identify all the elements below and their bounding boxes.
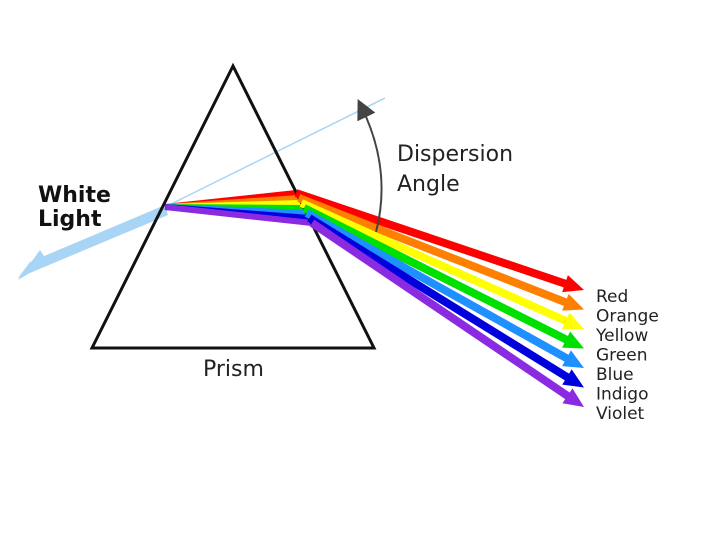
prism-label: Prism [203, 357, 264, 382]
arrowhead-violet [562, 388, 584, 407]
spectrum-label-violet: Violet [596, 404, 645, 424]
arrowhead-yellow [562, 312, 584, 330]
dispersion-angle-label-line1: Dispersion [397, 142, 513, 167]
internal-ray-violet [164, 204, 313, 226]
white-light-label-line1: White [38, 183, 111, 208]
spectrum-rays [294, 189, 584, 407]
ray-green [302, 204, 572, 346]
spectrum-label-orange: Orange [596, 307, 659, 327]
arrowhead-orange [562, 293, 584, 311]
ray-yellow [299, 199, 572, 327]
spectrum-label-green: Green [596, 346, 647, 366]
arrowhead-green [562, 331, 584, 349]
white-light-label-line2: Light [38, 207, 102, 232]
arrowhead-blue [562, 350, 584, 368]
ray-indigo [307, 214, 573, 383]
spectrum-label-blue: Blue [596, 365, 634, 385]
ray-red [294, 189, 572, 290]
spectrum-label-yellow: Yellow [595, 326, 648, 346]
dispersion-angle-arc [357, 98, 383, 233]
spectrum-label-red: Red [596, 287, 628, 307]
ray-violet [309, 219, 573, 401]
internal-fan [164, 190, 313, 226]
dispersion-angle-label-line2: Angle [397, 172, 460, 197]
ray-blue [304, 209, 572, 364]
white-light-beam [18, 205, 168, 280]
ray-orange [297, 194, 572, 308]
spectrum-label-indigo: Indigo [596, 385, 649, 405]
arrowhead-indigo [562, 369, 584, 388]
arrowhead-red [562, 275, 584, 293]
